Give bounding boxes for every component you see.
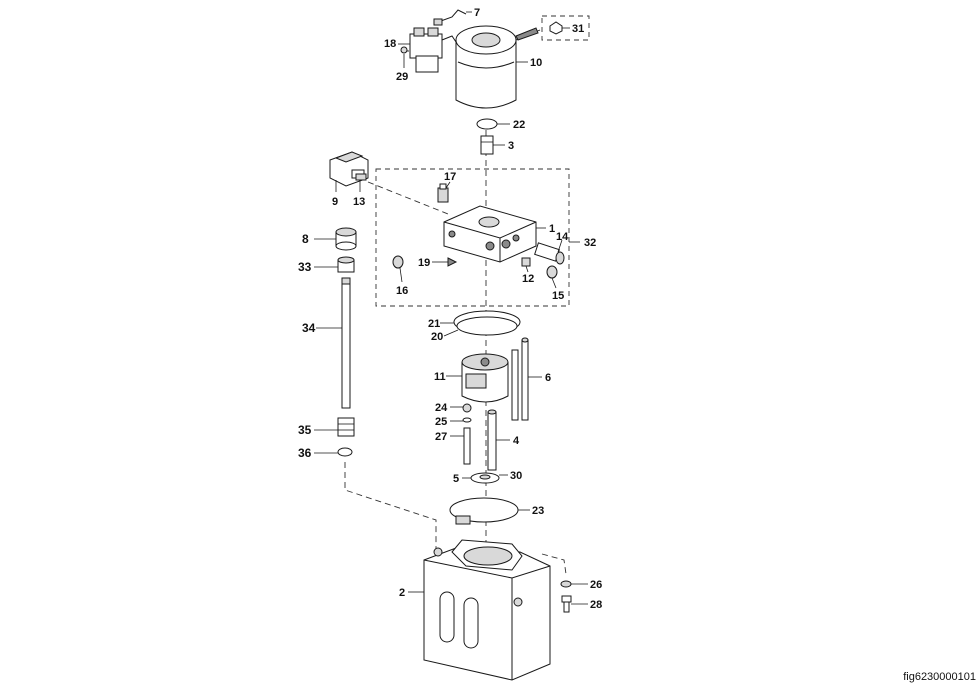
return-pipe-route [344,462,437,552]
pin-19 [447,257,458,267]
callout-17: 17 [444,171,456,183]
callout-9: 9 [332,196,338,208]
callout-22: 22 [513,119,525,131]
callout-28: 28 [590,599,602,611]
hose-route-line [367,181,449,215]
solenoid-18 [400,27,457,73]
kit-item-31 [549,21,563,35]
pump-11 [461,353,509,403]
callout-2: 2 [399,587,405,599]
drain-route [541,553,567,575]
callout-24: 24 [435,402,448,414]
filter-5 [470,472,500,484]
callout-14: 14 [556,231,569,243]
callout-34: 34 [302,321,316,335]
callout-13: 13 [353,196,365,208]
o-ring-22 [476,118,498,130]
washer-25 [462,417,472,423]
fitting-35 [337,417,355,437]
bolt-28 [561,595,572,613]
callout-27: 27 [435,431,447,443]
fitting-14 [534,242,565,265]
callout-15: 15 [552,290,564,302]
callout-16: 16 [396,285,408,297]
washer-26 [560,580,572,588]
cap-15 [546,265,558,279]
callout-1: 1 [549,223,555,235]
screw-16 [392,255,404,269]
tube-6 [511,337,529,421]
nut-24 [462,403,472,413]
motor-10 [455,25,541,109]
assembly-box-32 [375,168,570,307]
callout-31: 31 [572,23,584,35]
figure-id: fig6230000101 [903,671,976,683]
stud-27 [463,427,471,465]
callout-5: 5 [453,473,459,485]
callout-10: 10 [530,57,542,69]
tube-34 [341,277,351,409]
callout-8: 8 [302,232,309,246]
callout-12: 12 [522,273,534,285]
fitting-17 [437,183,449,203]
washer-36 [337,447,353,457]
tube-4 [487,409,497,471]
callout-32: 32 [584,237,596,249]
callout-35: 35 [298,423,312,437]
nut-33 [337,256,355,273]
fitting-13 [355,173,367,181]
callout-19: 19 [418,257,430,269]
valve-block-1 [443,205,537,263]
callout-25: 25 [435,416,447,428]
callout-26: 26 [590,579,602,591]
callout-23: 23 [532,505,544,517]
kit-box-31 [541,15,590,41]
callout-21: 21 [428,318,440,330]
reservoir-2 [423,539,551,681]
plug-12 [521,257,531,267]
cable-7 [433,9,467,26]
callout-29: 29 [396,71,408,83]
callout-36: 36 [298,446,312,460]
cap-8 [335,227,357,251]
callout-30: 30 [510,470,522,482]
clamp-23 [449,497,519,525]
callout-7: 7 [474,7,480,19]
callout-3: 3 [508,140,514,152]
leader-lines [314,11,588,605]
callout-20: 20 [431,331,443,343]
callout-4: 4 [513,435,520,447]
seal-ring-20 [456,316,518,336]
callout-11: 11 [434,371,446,383]
coupling-3 [480,135,494,155]
callout-6: 6 [545,372,551,384]
callout-18: 18 [384,38,396,50]
callout-33: 33 [298,260,312,274]
